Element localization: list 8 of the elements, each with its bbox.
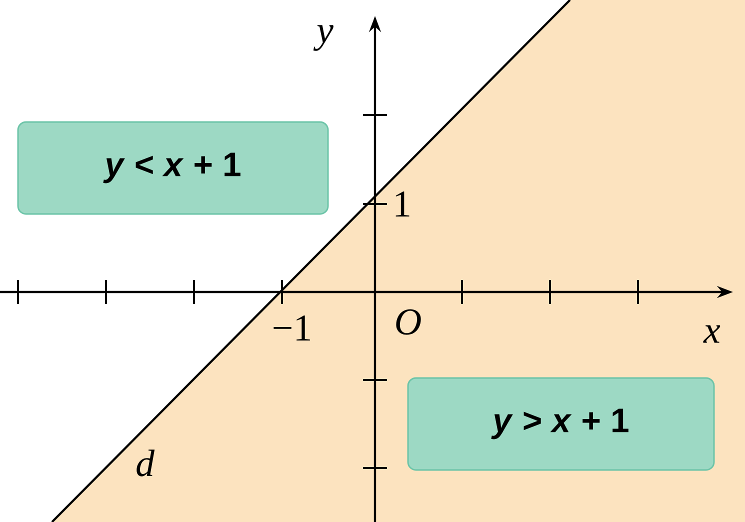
- tick-label: −1: [274, 315, 310, 341]
- line-label: d: [136, 450, 155, 476]
- axis-label: y: [313, 25, 334, 51]
- inequality-box: y < x + 1: [17, 121, 329, 215]
- inequality-box: y > x + 1: [407, 377, 715, 471]
- axis-label: x: [703, 325, 720, 343]
- origin-label: O: [396, 309, 421, 335]
- tick-label: 1: [396, 191, 410, 217]
